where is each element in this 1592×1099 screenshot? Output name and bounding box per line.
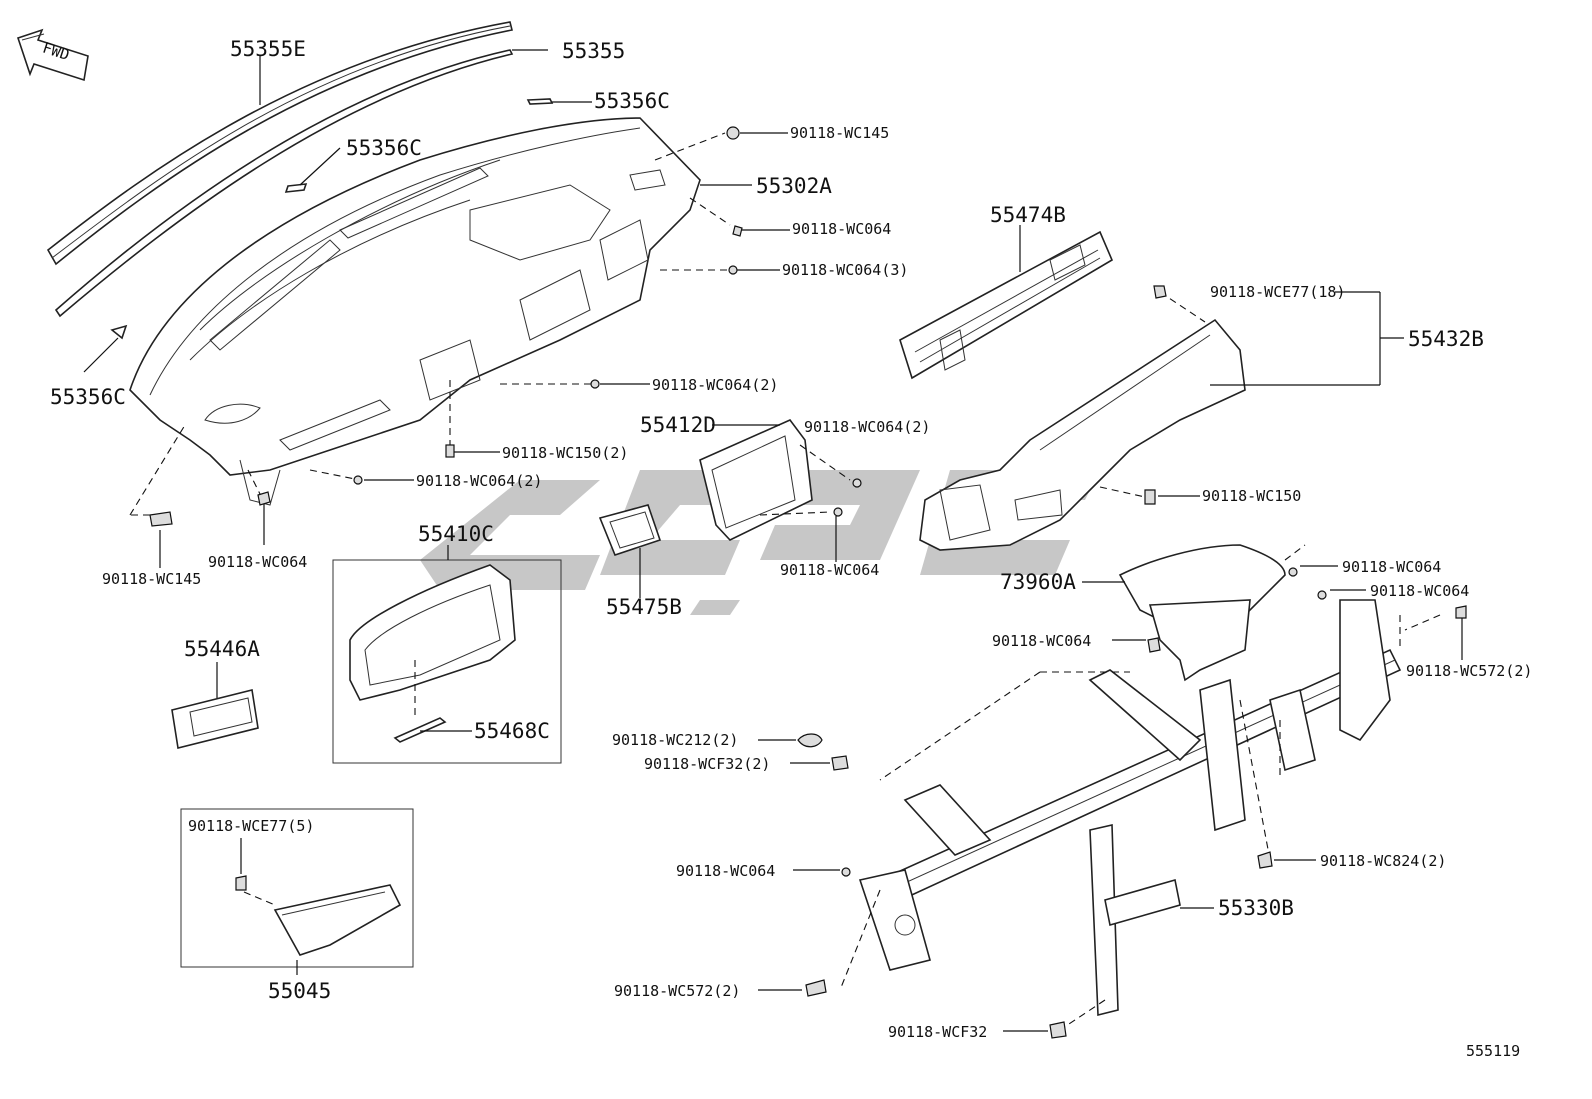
label-55468C: 55468C: [474, 719, 550, 743]
label-55474B: 55474B: [990, 203, 1066, 227]
cross-beam-55330B: [839, 599, 1402, 1031]
label-55045: 55045: [268, 979, 331, 1003]
part-labels: 55355E 55355 55356C 55356C 55356C 90118-…: [50, 37, 1532, 1060]
label-wc572-2b: 90118-WC572(2): [614, 982, 740, 1000]
label-55410C: 55410C: [418, 522, 494, 546]
label-wc064-3: 90118-WC064(3): [782, 261, 908, 279]
label-wce77-18: 90118-WCE77(18): [1210, 283, 1345, 301]
trim-55432B: [919, 285, 1404, 551]
lower-fastener-icons: [758, 605, 1467, 1039]
label-wc212-2: 90118-WC212(2): [612, 731, 738, 749]
module-73960A: [1082, 544, 1366, 682]
diagram-code: 555119: [1466, 1042, 1520, 1060]
box-55410C: [332, 545, 562, 764]
label-wc064-e: 90118-WC064: [1370, 582, 1469, 600]
label-wc150: 90118-WC150: [1202, 487, 1301, 505]
label-wc064-2a: 90118-WC064(2): [652, 376, 778, 394]
box-55045: [180, 808, 414, 975]
label-wc064-f: 90118-WC064: [992, 632, 1091, 650]
label-wc064-2b: 90118-WC064(2): [804, 418, 930, 436]
label-55446A: 55446A: [184, 637, 260, 661]
label-wc064-g: 90118-WC064: [676, 862, 775, 880]
trim-55474B: [899, 225, 1114, 380]
instrument-panel-55302A: [129, 117, 701, 506]
clip-55356C-top: [526, 98, 554, 105]
label-55302A: 55302A: [756, 174, 832, 198]
fastener-icons: [149, 126, 743, 527]
part-55446A: [171, 662, 259, 749]
bezel-55412D: [699, 419, 862, 562]
label-wcf32-2: 90118-WCF32(2): [644, 755, 770, 773]
label-55432B: 55432B: [1408, 327, 1484, 351]
label-wc064-2c: 90118-WC064(2): [416, 472, 542, 490]
leader-lines: [83, 49, 790, 568]
label-73960A: 73960A: [1000, 570, 1076, 594]
label-55412D: 55412D: [640, 413, 716, 437]
label-wc145-left: 90118-WC145: [102, 570, 201, 588]
label-55330B: 55330B: [1218, 896, 1294, 920]
trim-strip-55355: [54, 49, 514, 318]
fwd-arrow-icon: FWD: [16, 28, 89, 82]
bracket-55475B: [598, 504, 662, 598]
label-55356C-left: 55356C: [50, 385, 126, 409]
label-55355E: 55355E: [230, 37, 306, 61]
label-wc064-b: 90118-WC064: [208, 553, 307, 571]
label-wc572-2a: 90118-WC572(2): [1406, 662, 1532, 680]
label-55356C-mid: 55356C: [346, 136, 422, 160]
label-wce77-5: 90118-WCE77(5): [188, 817, 314, 835]
label-wc064-c: 90118-WC064: [780, 561, 879, 579]
clip-55356C-mid: [284, 183, 308, 193]
label-55356C-top: 55356C: [594, 89, 670, 113]
label-wc064-a: 90118-WC064: [792, 220, 891, 238]
trim-strip-55355E: [46, 21, 513, 266]
label-wc150-2: 90118-WC150(2): [502, 444, 628, 462]
label-55475B: 55475B: [606, 595, 682, 619]
label-wc145-top: 90118-WC145: [790, 124, 889, 142]
label-wc064-d: 90118-WC064: [1342, 558, 1441, 576]
label-55355: 55355: [562, 39, 625, 63]
label-wc824-2: 90118-WC824(2): [1320, 852, 1446, 870]
label-wcf32: 90118-WCF32: [888, 1023, 987, 1041]
clip-55356C-left: [110, 324, 128, 340]
